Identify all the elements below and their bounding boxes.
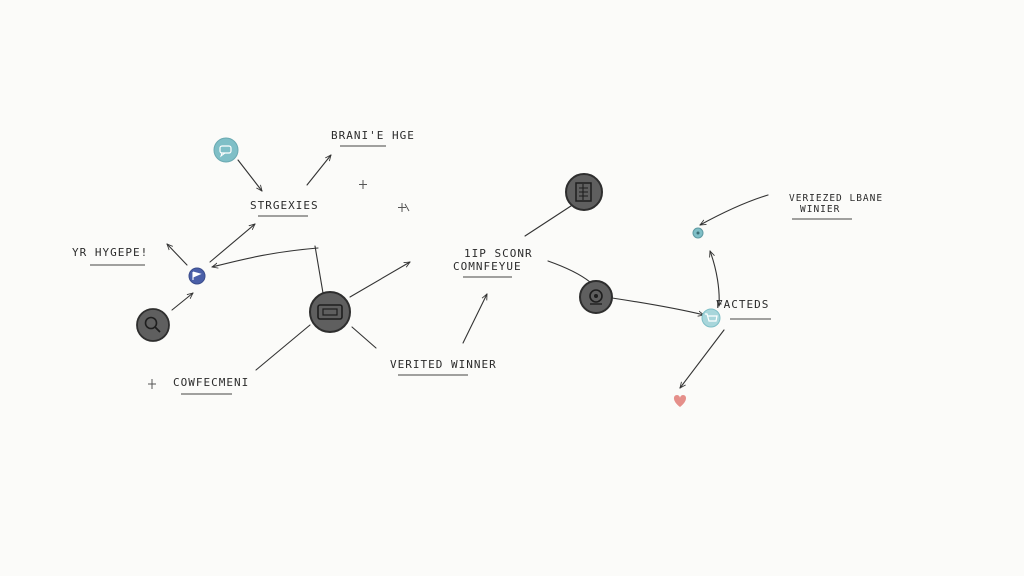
node-center-dark[interactable] xyxy=(309,291,351,333)
sparkle-icon xyxy=(148,180,410,389)
label-facteds: FACTEDS xyxy=(716,298,769,311)
flag-icon xyxy=(192,271,202,280)
dot-icon xyxy=(696,231,700,235)
edge-blue-to-hypothesis xyxy=(167,244,188,266)
edge-winner-to-scoring xyxy=(462,294,488,344)
edge-facteds-to-heart xyxy=(680,329,725,388)
edge-center-to-blue xyxy=(212,247,319,267)
edge-strategies-to-brand xyxy=(306,155,331,186)
label-hypothesis: YR HYGEPE! xyxy=(72,246,148,259)
labels: BRANI'E HGE STRGEXIES YR HYGEPE! COWFECM… xyxy=(72,129,883,395)
edge-center-up xyxy=(314,245,324,294)
label-verified-lane-line1: VERIEZED LBANE xyxy=(789,193,883,204)
heart-icon xyxy=(673,395,687,407)
edge-teal-to-strategies xyxy=(237,159,262,191)
label-verified-winner: VERITED WINNER xyxy=(390,358,497,371)
label-confidence: COWFECMENI xyxy=(173,376,249,389)
search-icon xyxy=(144,316,161,333)
ticket-icon xyxy=(317,304,343,320)
node-left-dark[interactable] xyxy=(136,308,170,342)
edge-confidence-to-center xyxy=(255,324,311,371)
edge-center-to-winner xyxy=(351,326,377,349)
edge-gear-to-facteds xyxy=(611,297,704,315)
node-small-teal[interactable] xyxy=(692,227,704,239)
edge-blue-to-strategies xyxy=(209,224,255,263)
label-scoring-line1: 1IP SCONR xyxy=(464,247,533,260)
edge-scoring-to-document xyxy=(524,203,575,237)
edge-lane-to-small-teal xyxy=(700,194,769,226)
label-verified-lane-line2: WINIER xyxy=(800,204,840,215)
document-icon xyxy=(575,182,592,202)
edge-search-to-blue xyxy=(171,293,193,311)
chat-icon xyxy=(219,145,232,158)
label-brand: BRANI'E HGE xyxy=(331,129,415,142)
node-facteds-teal[interactable] xyxy=(701,308,721,328)
edge-center-to-scoring xyxy=(349,261,410,298)
node-blue-small[interactable] xyxy=(188,267,206,285)
edges xyxy=(167,155,769,388)
node-right-dark[interactable] xyxy=(579,280,613,314)
cart-icon xyxy=(705,313,718,322)
edge-scoring-to-gear xyxy=(547,260,591,283)
edge-small-teal-to-facteds xyxy=(710,251,719,306)
label-strategies: STRGEXIES xyxy=(250,199,319,212)
node-top-teal[interactable] xyxy=(213,137,239,163)
label-scoring-line2: COMNFEYUE xyxy=(453,260,522,273)
gear-icon xyxy=(589,289,603,305)
node-top-right-dark[interactable] xyxy=(565,173,603,211)
